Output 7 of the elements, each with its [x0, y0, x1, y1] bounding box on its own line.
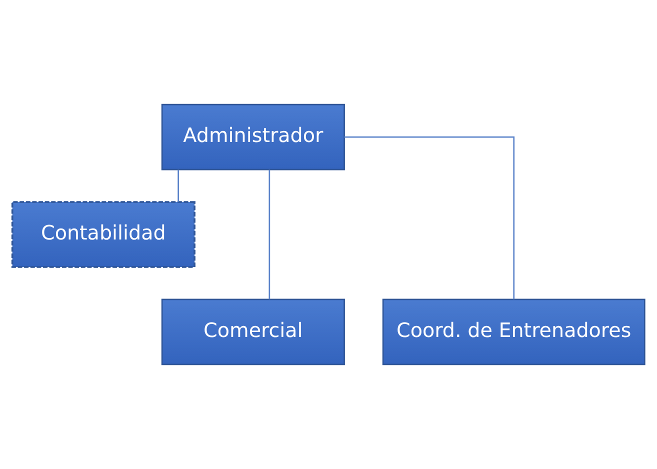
node-box: Administrador — [161, 104, 345, 170]
connector — [268, 170, 270, 300]
node-box: Coord. de Entrenadores — [382, 298, 646, 366]
connector — [178, 170, 179, 202]
node-box: Comercial — [161, 298, 345, 366]
node-box: Contabilidad — [11, 201, 196, 268]
connector — [344, 136, 515, 300]
